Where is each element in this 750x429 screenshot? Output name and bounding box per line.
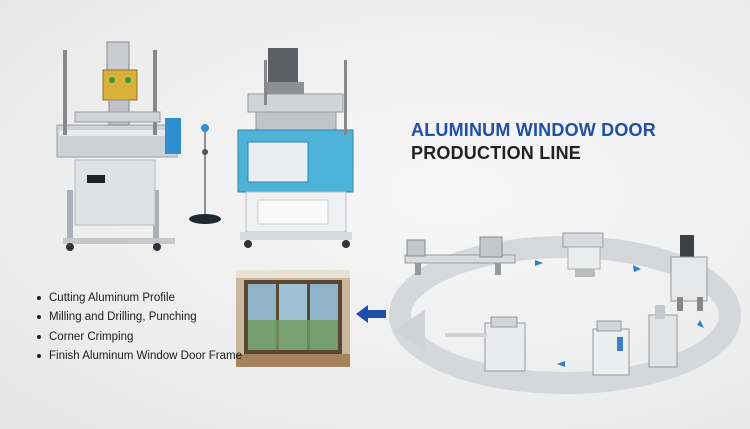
bullet-icon bbox=[37, 315, 41, 320]
list-item: Finish Aluminum Window Door Frame bbox=[30, 347, 242, 367]
punching-machine-image bbox=[670, 235, 708, 311]
step-label: Milling and Drilling, Punching bbox=[49, 311, 197, 324]
list-item: Cutting Aluminum Profile bbox=[30, 288, 242, 308]
flow-step-arrow-icon bbox=[535, 260, 704, 367]
page-title-line-1: ALUMINUM WINDOW DOOR bbox=[411, 120, 656, 140]
router-machine-image bbox=[648, 305, 678, 368]
finished-window-door-photo bbox=[236, 270, 350, 367]
bullet-icon bbox=[37, 334, 41, 339]
copy-router-machine-image bbox=[56, 41, 181, 251]
list-item: Corner Crimping bbox=[30, 327, 242, 347]
step-label: Finish Aluminum Window Door Frame bbox=[49, 350, 243, 363]
step-label: Corner Crimping bbox=[49, 330, 134, 343]
production-flow-diagram bbox=[389, 232, 741, 394]
list-item: Milling and Drilling, Punching bbox=[30, 308, 242, 328]
bullet-icon bbox=[37, 295, 41, 300]
drilling-machine-image bbox=[592, 320, 630, 376]
left-arrow-icon bbox=[356, 305, 386, 323]
page-title-line-2: PRODUCTION LINE bbox=[411, 143, 582, 163]
bullet-icon bbox=[37, 354, 41, 359]
double-head-saw-image bbox=[404, 236, 516, 275]
stand-lamp-image bbox=[189, 124, 221, 224]
cutting-saw-image bbox=[562, 232, 604, 277]
step-label: Cutting Aluminum Profile bbox=[49, 291, 175, 304]
end-milling-machine-image bbox=[237, 48, 354, 248]
production-steps-list: Cutting Aluminum Profile Milling and Dri… bbox=[30, 288, 242, 366]
corner-crimping-machine-image bbox=[445, 316, 526, 372]
